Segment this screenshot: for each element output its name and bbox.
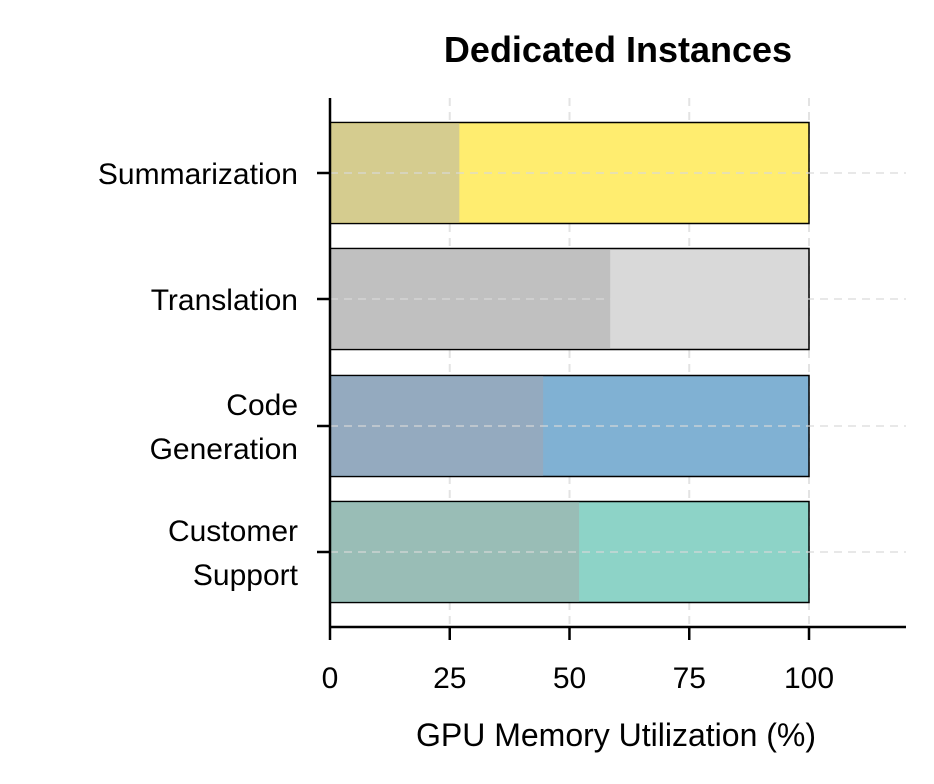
x-tick-label: 75	[673, 662, 706, 695]
y-tick-label: Code	[226, 389, 298, 422]
bars	[329, 121, 810, 604]
y-tick-label: Translation	[151, 284, 298, 317]
y-tick-label: Support	[193, 559, 299, 592]
x-tick-label: 50	[553, 662, 586, 695]
x-tick-label: 25	[433, 662, 466, 695]
bar-used	[330, 376, 544, 476]
chart-title: Dedicated Instances	[444, 29, 792, 70]
x-tick-label: 100	[784, 662, 834, 695]
x-axis-label: GPU Memory Utilization (%)	[416, 717, 816, 753]
x-ticks: 0 25 50 75 100	[322, 627, 834, 695]
x-tick-label: 0	[322, 662, 339, 695]
bar-used	[330, 123, 460, 223]
y-tick-label: Summarization	[98, 158, 298, 191]
y-tick-label: Customer	[168, 515, 298, 548]
y-tick-label: Generation	[150, 433, 298, 466]
y-ticks: SummarizationTranslationCodeGenerationCu…	[98, 158, 330, 592]
